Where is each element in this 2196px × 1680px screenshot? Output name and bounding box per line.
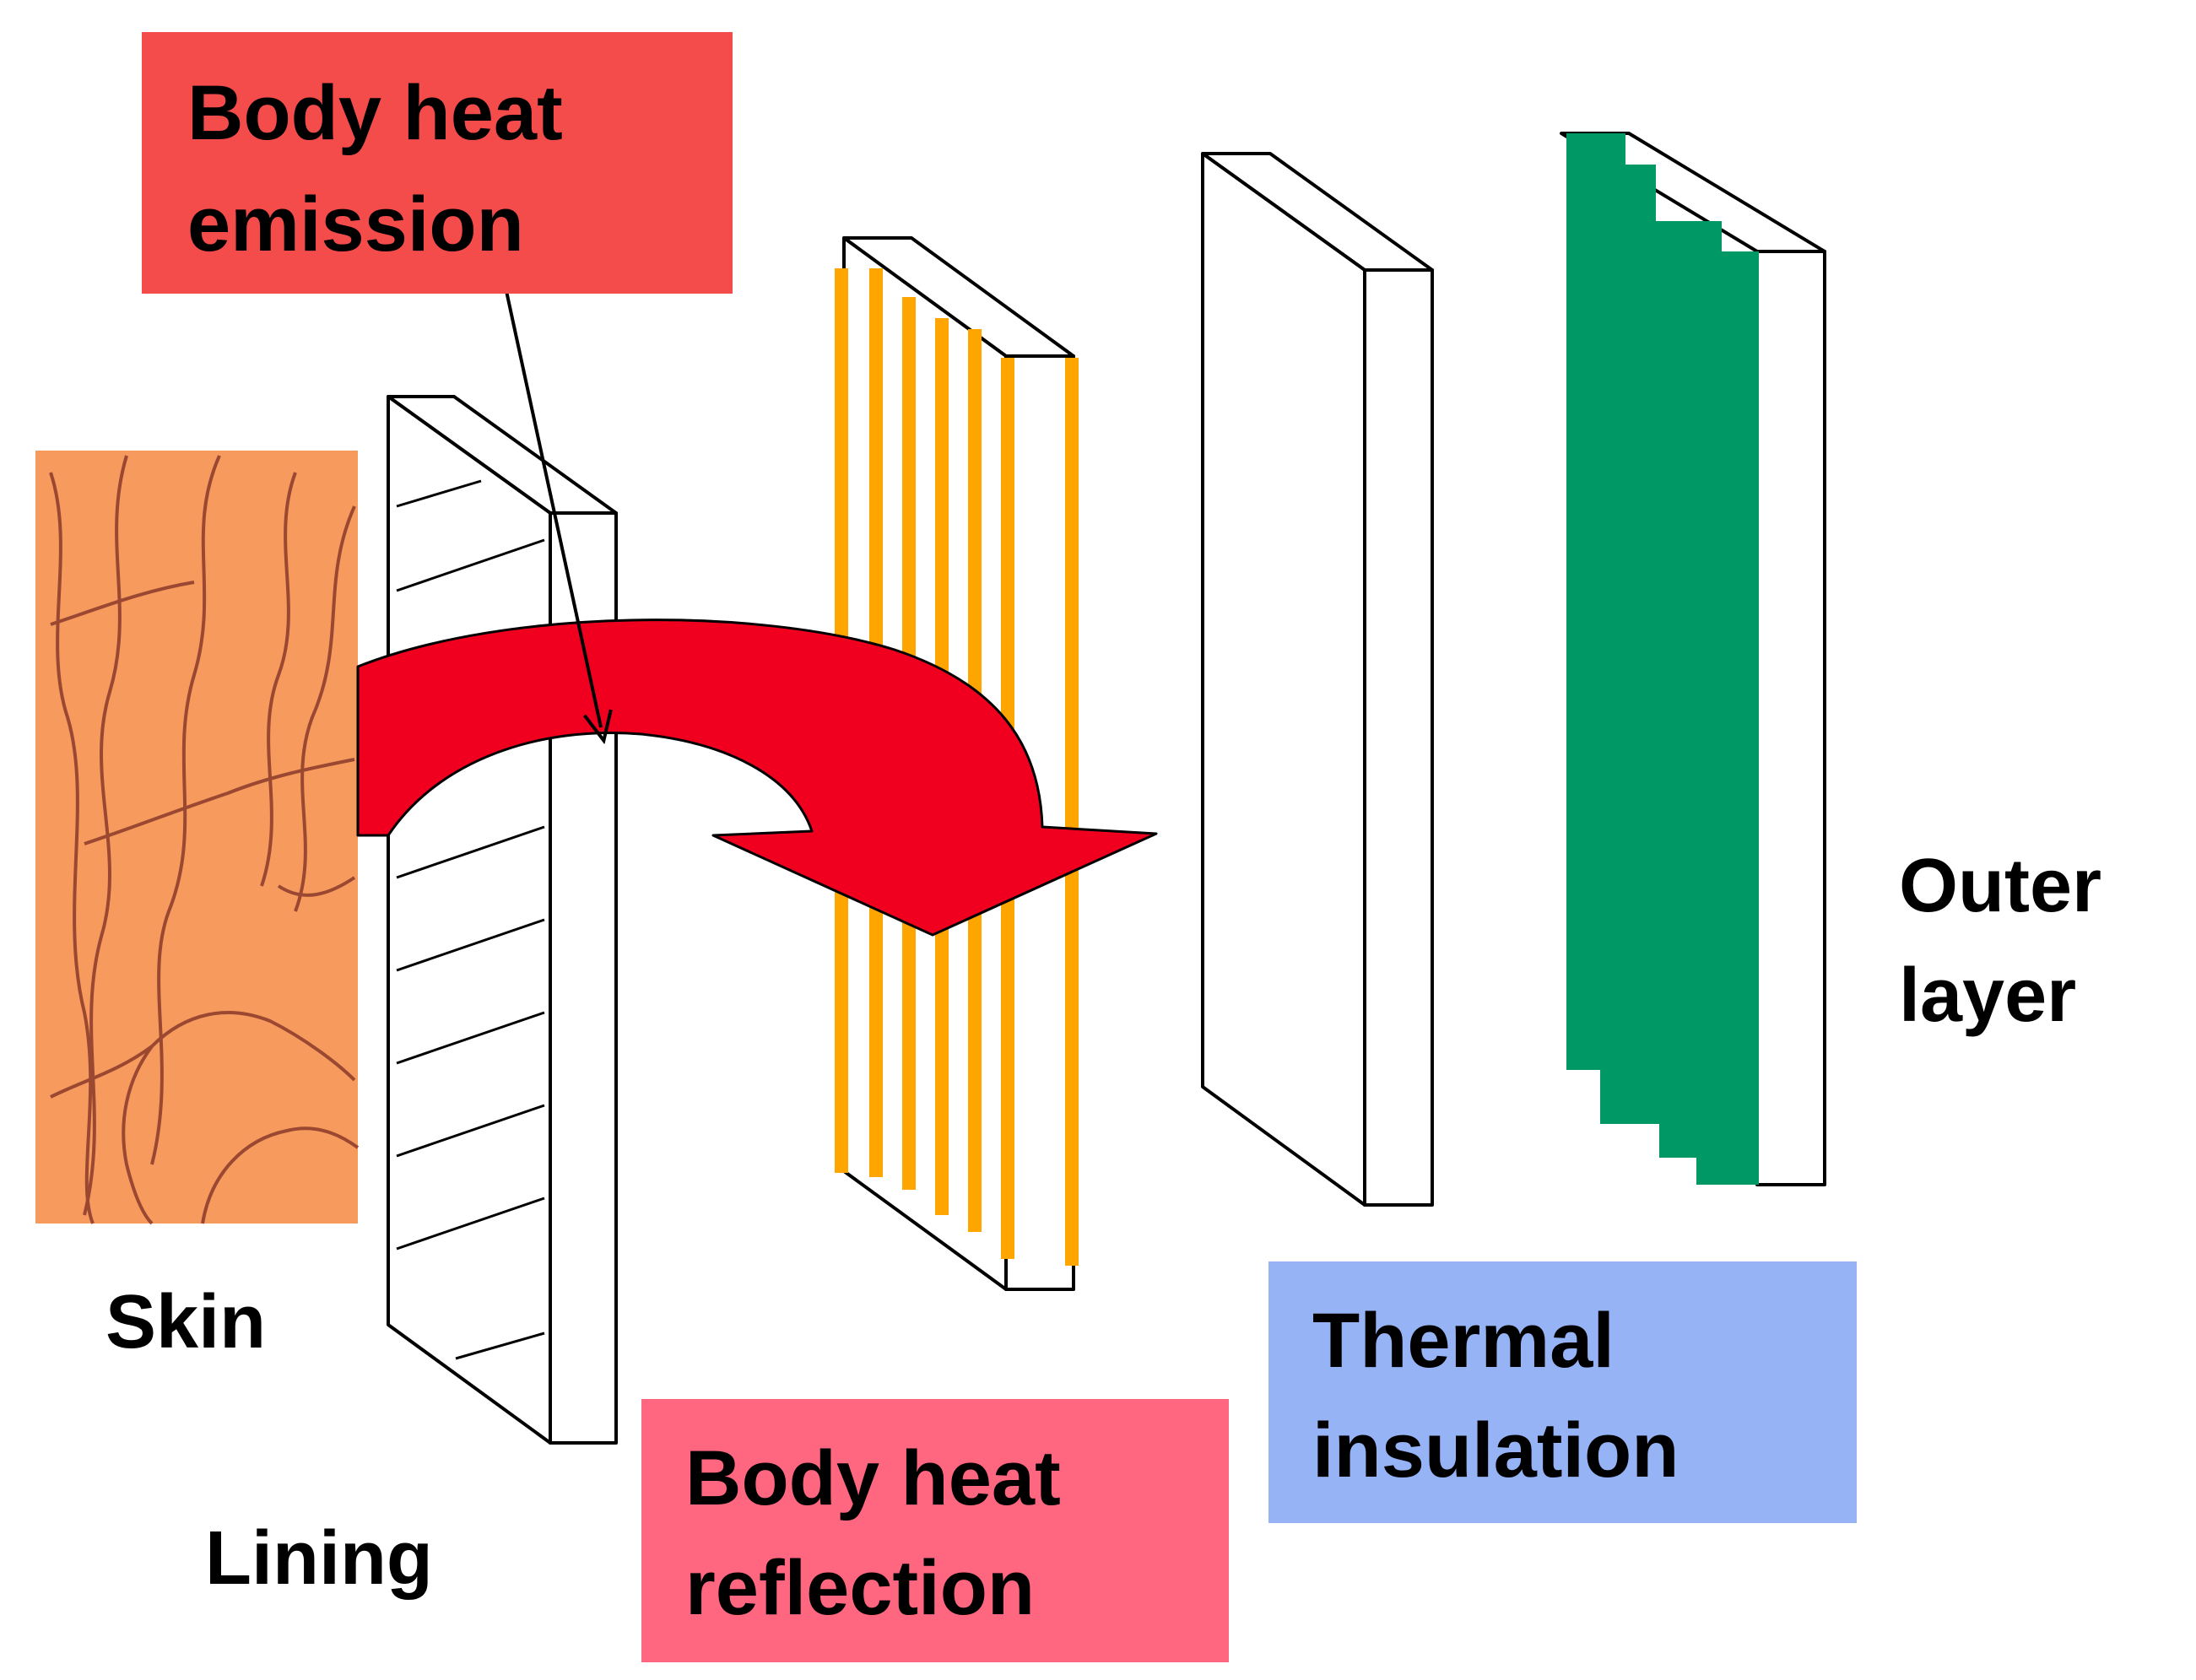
outer-label-line2: layer <box>1899 953 2076 1038</box>
lining-panel <box>387 395 618 1445</box>
outer-fabric <box>1566 133 1759 1185</box>
reflection-label-line2: reflection <box>685 1545 1035 1631</box>
skin-label: Skin <box>105 1280 266 1364</box>
skin-image <box>35 451 360 1225</box>
insulation-label-line2: insulation <box>1312 1407 1679 1494</box>
emission-label-line2: emission <box>187 181 524 267</box>
insulation-label-box: Thermal insulation <box>1268 1261 1857 1523</box>
reflection-label-box: Body heat reflection <box>641 1399 1229 1662</box>
heat-arrow <box>356 619 1158 937</box>
insulation-panel <box>1201 152 1434 1207</box>
lining-hatch <box>396 479 545 1360</box>
lining-label: Lining <box>205 1516 433 1601</box>
emission-label-box: Body heat emission <box>142 32 733 294</box>
insulation-label-line1: Thermal <box>1312 1298 1615 1384</box>
outer-panel <box>1560 132 1826 1186</box>
outer-label-line1: Outer <box>1899 844 2101 928</box>
emission-pointer <box>505 290 601 727</box>
reflection-label-line1: Body heat <box>685 1435 1061 1521</box>
emission-label-line1: Body heat <box>187 70 563 156</box>
